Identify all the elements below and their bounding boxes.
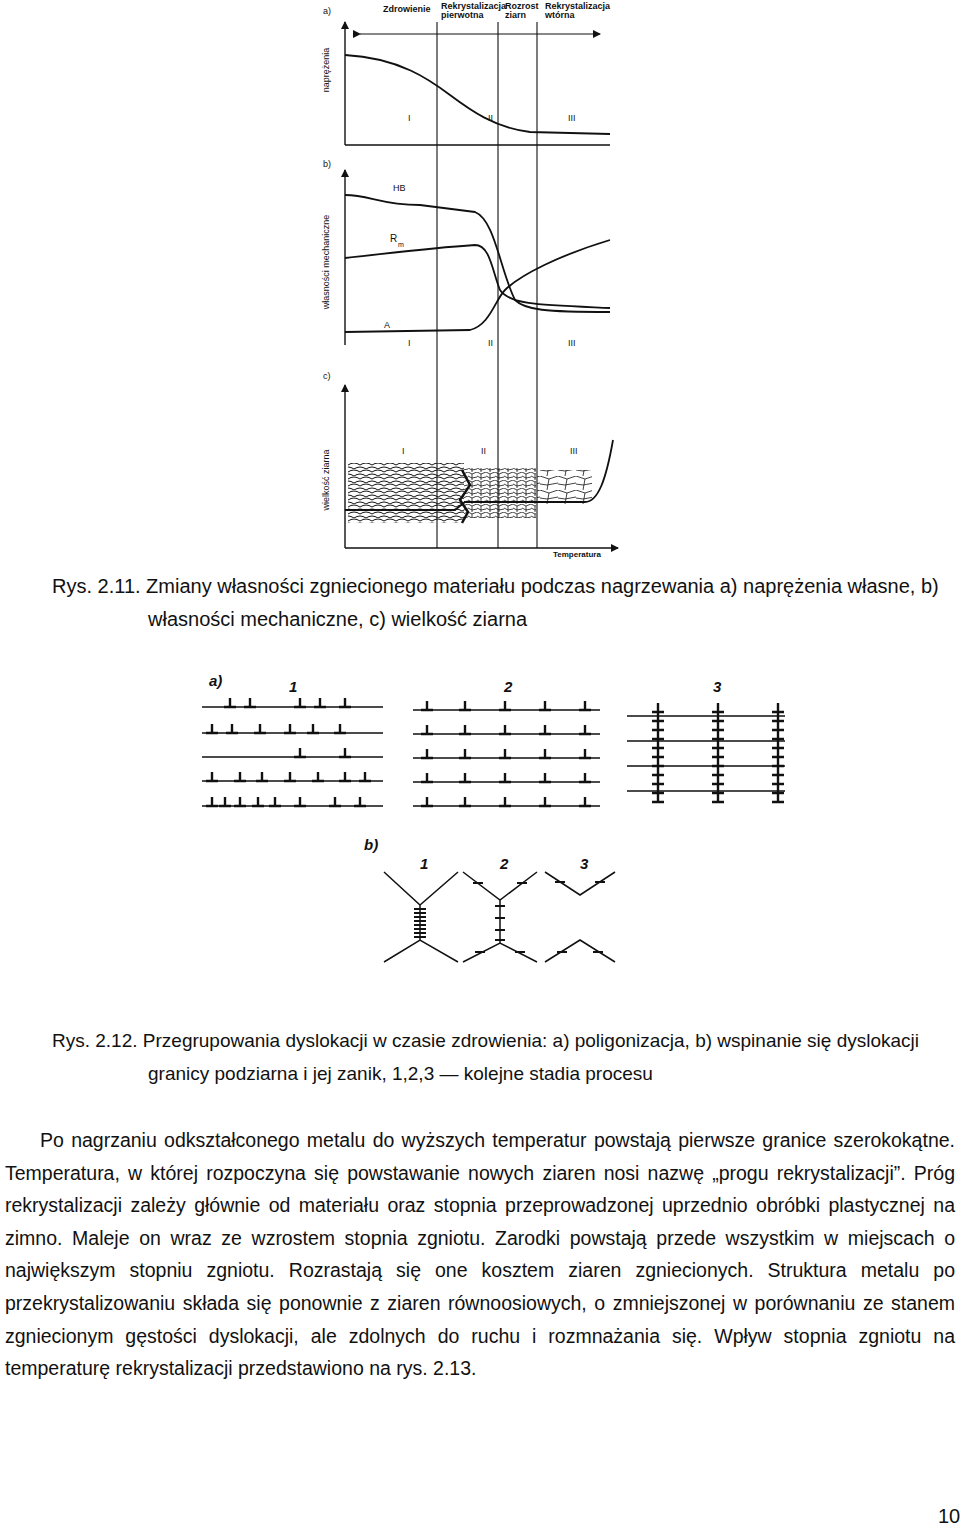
figure-label: a) [209, 672, 222, 689]
figure-label: I [408, 113, 411, 123]
figure-label: II [488, 113, 493, 123]
figure-label: HB [393, 183, 406, 193]
figure-label: Rekrystalizacja pierwotna [441, 2, 493, 21]
figure-label: wielkość ziarna [321, 449, 331, 510]
figure-label: III [570, 446, 578, 456]
figure-label: R [390, 233, 397, 245]
figure-caption: Rys. 2.11. Zmiany własności zgniecionego… [52, 570, 952, 636]
figure-label: A [384, 320, 390, 330]
figure-label: 3 [713, 678, 721, 695]
figure-label: 10 [938, 1505, 960, 1528]
figure-label: I [402, 446, 405, 456]
figure-label: 2 [504, 678, 512, 695]
fig-2-12-lines [202, 707, 785, 962]
figure-label: I [408, 338, 411, 348]
figure-label: a) [323, 6, 331, 16]
figure-label: 2 [500, 855, 508, 872]
figure-label: Rozrost ziarn [505, 2, 537, 21]
figure-label: Temperatura [553, 550, 601, 559]
figure-label: 3 [580, 855, 588, 872]
figure-label: c) [323, 371, 331, 381]
figure-label: naprężenia [321, 48, 331, 93]
fig-2-11 [345, 22, 618, 548]
figure-label: m [398, 241, 404, 249]
figure-label: 1 [420, 855, 428, 872]
figure-label: III [568, 338, 576, 348]
figure-label: własności mechaniczne [321, 215, 331, 310]
figure-label: II [488, 338, 493, 348]
figure-caption: Rys. 2.12. Przegrupowania dyslokacji w c… [52, 1024, 957, 1090]
figure-label: 1 [289, 678, 297, 695]
body-text: Po nagrzaniu odkształconego metalu do wy… [5, 1124, 955, 1385]
figure-label: Zdrowienie [383, 4, 431, 14]
dislocation-symbols [206, 698, 784, 806]
figure-label: III [568, 113, 576, 123]
figure-label: b) [323, 159, 331, 169]
figure-label: Rekrystalizacja wtórna [545, 2, 600, 21]
figure-label: II [481, 446, 486, 456]
figure-label: b) [364, 836, 378, 853]
